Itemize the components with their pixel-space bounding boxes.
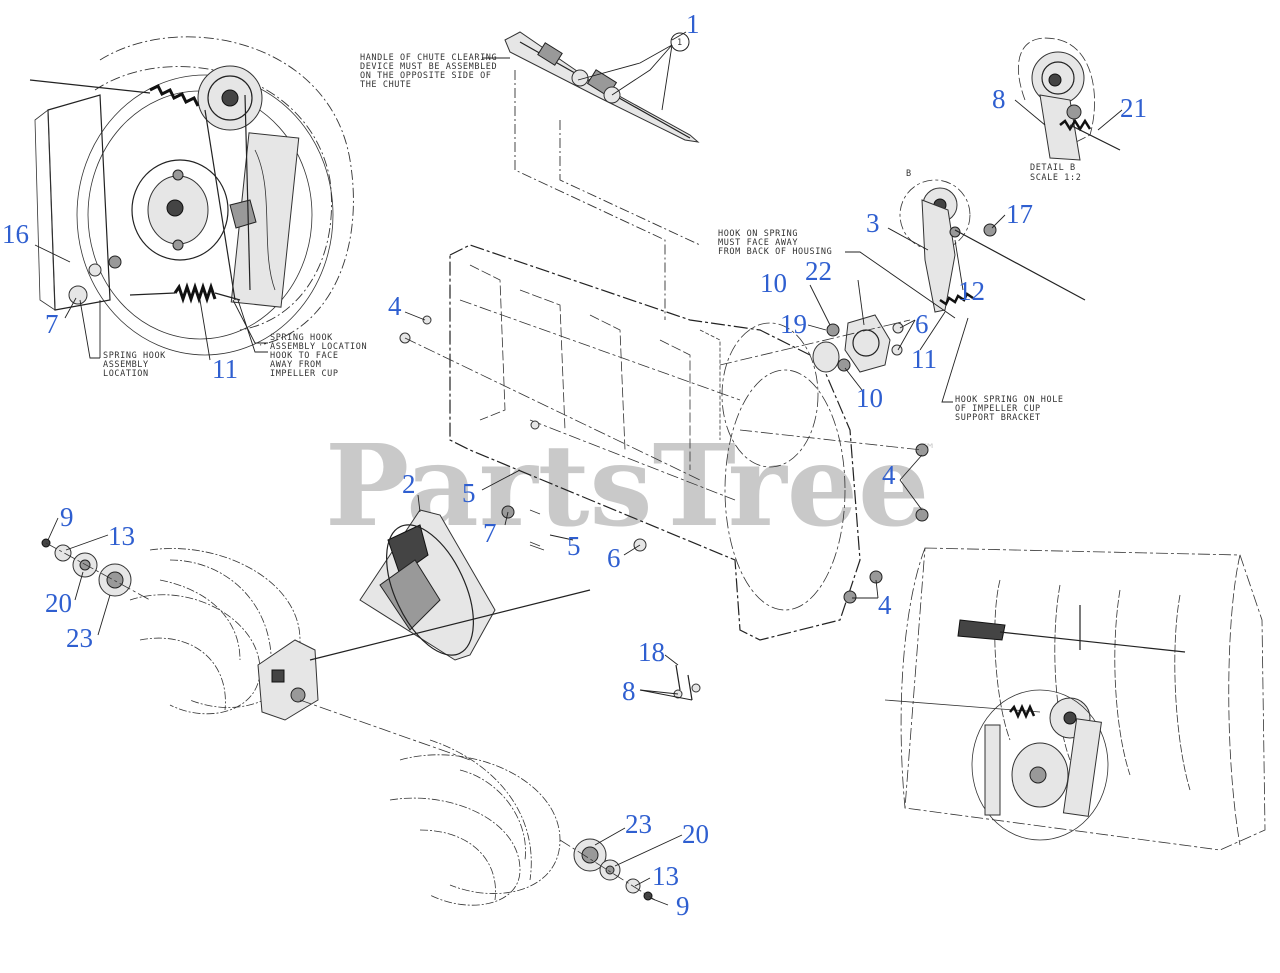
callout-10: 10 (856, 383, 883, 413)
impeller-pulley-view (29, 36, 354, 356)
callout-19: 19 (780, 309, 807, 339)
callout-11: 11 (212, 354, 238, 384)
note-line: OF IMPELLER CUP (955, 404, 1041, 414)
callout-7: 7 (483, 518, 497, 548)
callout-4: 4 (878, 590, 892, 620)
circled-callout: 1 (577, 32, 690, 111)
callout-6: 6 (915, 309, 929, 339)
gearbox (257, 639, 319, 721)
spring-hook-note-right: SPRING HOOK ASSEMBLY LOCATION HOOK TO FA… (232, 299, 367, 379)
callout-4: 4 (882, 460, 896, 490)
note-line: SUPPORT BRACKET (955, 413, 1041, 423)
callout-23: 23 (625, 809, 652, 839)
spring-hook-note-left: SPRING HOOK ASSEMBLY LOCATION (79, 299, 166, 379)
callout-21: 21 (1120, 93, 1147, 123)
callout-10: 10 (760, 268, 787, 298)
callout-5: 5 (462, 478, 476, 508)
note-line: HOOK ON SPRING (718, 229, 798, 239)
auger-housing (399, 244, 929, 641)
detail-b: DETAIL B SCALE 1:2 (1018, 37, 1121, 183)
leader-lines (34, 31, 1123, 906)
callout-9: 9 (676, 891, 690, 921)
callout-numbers: 1 2 3 4 4 4 5 5 6 6 7 7 8 8 9 9 10 10 11… (2, 9, 1147, 921)
chute-clearing-device (504, 31, 701, 320)
note-line: SPRING HOOK (270, 333, 333, 343)
callout-18: 18 (638, 637, 665, 667)
hook-spring-hole-note: HOOK SPRING ON HOLE OF IMPELLER CUP SUPP… (941, 317, 1064, 423)
circled-label: 1 (677, 38, 683, 48)
note-line: AWAY FROM (270, 360, 321, 370)
callout-2: 2 (402, 469, 416, 499)
auger-assembly (41, 538, 656, 906)
callout-12: 12 (958, 276, 985, 306)
note-line: FROM BACK OF HOUSING (718, 247, 832, 257)
note-line: MUST FACE AWAY (718, 238, 798, 248)
note-line: LOCATION (103, 369, 149, 379)
note-line: IMPELLER CUP (270, 369, 339, 379)
note-line: HANDLE OF CHUTE CLEARING (360, 53, 497, 63)
detail-letter: B (906, 169, 912, 179)
note-line: HOOK SPRING ON HOLE (955, 395, 1064, 405)
callout-4: 4 (388, 291, 402, 321)
callout-7: 7 (45, 309, 59, 339)
callout-23: 23 (66, 623, 93, 653)
callout-9: 9 (60, 502, 74, 532)
note-line: DEVICE MUST BE ASSEMBLED (360, 62, 497, 72)
note-line: DETAIL B (1030, 163, 1076, 173)
note-line: HOOK TO FACE (270, 351, 339, 361)
note-line: SCALE 1:2 (1030, 173, 1081, 183)
bearing-plate-group (719, 314, 911, 373)
callout-8: 8 (992, 84, 1006, 114)
callout-20: 20 (45, 588, 72, 618)
callout-13: 13 (108, 521, 135, 551)
auger-right (389, 739, 561, 906)
callout-13: 13 (652, 861, 679, 891)
hook-on-spring-note: HOOK ON SPRING MUST FACE AWAY FROM BACK … (718, 229, 956, 319)
callout-22: 22 (805, 256, 832, 286)
callout-17: 17 (1006, 199, 1033, 229)
callout-8: 8 (622, 676, 636, 706)
callout-1: 1 (686, 9, 700, 39)
callout-20: 20 (682, 819, 709, 849)
note-line: THE CHUTE (360, 80, 411, 90)
callout-11: 11 (911, 344, 937, 374)
chute-note: HANDLE OF CHUTE CLEARING DEVICE MUST BE … (360, 53, 510, 90)
note-line: SPRING HOOK (103, 351, 166, 361)
callout-3: 3 (866, 208, 880, 238)
callout-6: 6 (607, 543, 621, 573)
note-line: ASSEMBLY LOCATION (270, 342, 367, 352)
shear-pins (673, 664, 701, 701)
callout-16: 16 (2, 219, 29, 249)
note-line: ASSEMBLY (103, 360, 149, 370)
assembled-view (884, 547, 1266, 851)
callout-5: 5 (567, 531, 581, 561)
note-line: ON THE OPPOSITE SIDE OF (360, 71, 492, 81)
idler-bracket: B (899, 169, 1086, 313)
